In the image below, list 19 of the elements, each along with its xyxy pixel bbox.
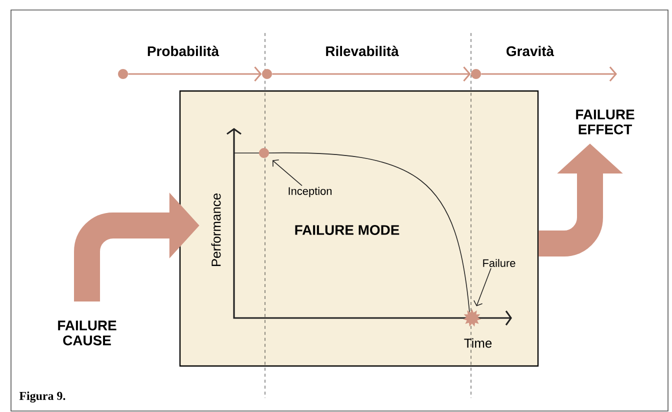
marker-dot bbox=[262, 69, 272, 79]
marker-dot bbox=[118, 69, 128, 79]
cause-label: FAILURE CAUSE bbox=[58, 320, 116, 346]
caption: Figura 9. bbox=[19, 392, 66, 402]
annotation-label: Failure bbox=[483, 258, 516, 268]
annotation-label: Inception bbox=[288, 186, 332, 198]
leader-line bbox=[474, 268, 492, 306]
phase-label: Probabilità bbox=[148, 46, 220, 56]
leader-line bbox=[272, 159, 302, 186]
marker-dot bbox=[471, 69, 481, 79]
axis-label: Performance bbox=[211, 194, 221, 266]
timeline-arrow bbox=[272, 66, 471, 82]
effect-label: FAILURE EFFECT bbox=[576, 110, 634, 134]
phase-label: Rilevabilità bbox=[326, 46, 399, 56]
timeline-arrow bbox=[481, 66, 617, 82]
marker-dot bbox=[259, 148, 269, 158]
timeline-arrow bbox=[128, 66, 262, 82]
failure-burst bbox=[463, 309, 481, 327]
phase-label: Gravità bbox=[506, 46, 554, 56]
